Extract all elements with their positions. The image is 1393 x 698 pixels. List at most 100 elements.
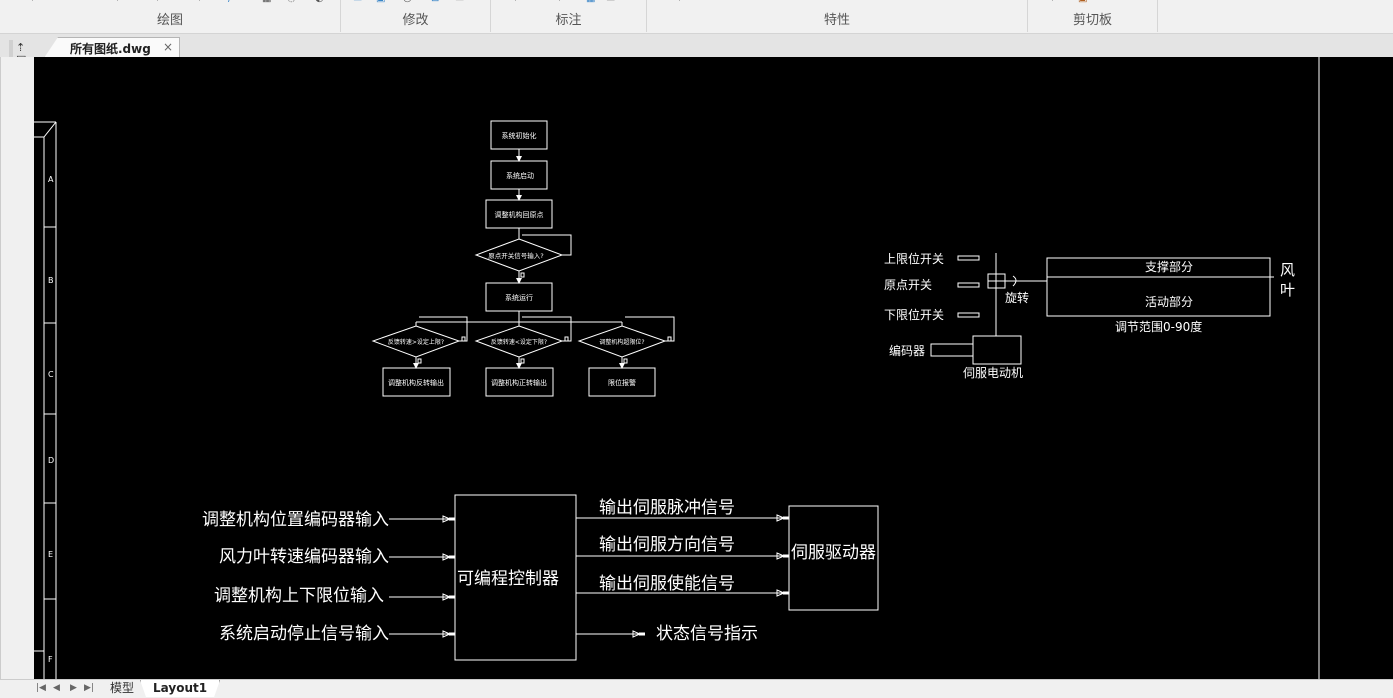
frame-row-f: F xyxy=(48,655,53,664)
upper-limit-switch xyxy=(957,255,980,261)
circle-tool-icon[interactable]: ▾ xyxy=(155,0,165,4)
ribbon-group-label: 剪切板 xyxy=(1072,13,1112,28)
flow-decision-label: 原点开关信号输入? xyxy=(488,251,543,260)
status-label: 状态信号指示 xyxy=(656,624,758,644)
lower-limit-label: 下限位开关 xyxy=(884,307,944,322)
motor-label: 伺服电动机 xyxy=(963,366,1023,380)
left-gutter xyxy=(0,57,34,679)
ribbon-group-label: 特性 xyxy=(823,13,850,28)
document-tab[interactable]: 所有图纸.dwg × xyxy=(44,37,180,58)
flow-step-label: 系统初始化 xyxy=(502,131,537,140)
ribbon-group-dimension: ▾ ▾ ▦ ▬ 标注 xyxy=(491,0,647,32)
last-layout-button[interactable]: ▶| xyxy=(84,683,94,693)
output-label: 输出伺服使能信号 xyxy=(599,573,735,594)
paste-dropdown-icon[interactable]: ▾ xyxy=(1050,0,1060,4)
mirror-tool-icon[interactable]: ⊟ xyxy=(431,0,441,4)
encoder-label: 编码器 xyxy=(889,343,925,358)
input-label: 风力叶转速编码器输入 xyxy=(219,547,389,567)
servo-motor-box xyxy=(972,335,1022,365)
linear-dim-icon[interactable]: ▾ xyxy=(513,0,523,4)
spline-tool-icon[interactable]: / xyxy=(228,0,238,4)
prev-layout-button[interactable]: ◀ xyxy=(53,683,60,693)
fan-label-1: 风 xyxy=(1280,261,1295,279)
aligned-dim-icon[interactable]: ▾ xyxy=(557,0,567,4)
next-layout-button[interactable]: ▶ xyxy=(70,683,77,693)
flow-step-label: 调整机构回原点 xyxy=(495,210,544,219)
polyline-tool-icon[interactable]: ▾ xyxy=(115,0,125,4)
drawing-canvas[interactable]: A B C D E F xyxy=(34,57,1393,679)
color-dropdown-icon[interactable]: ▾ xyxy=(677,0,687,4)
flow-decision-label: 反馈转速<设定下限? xyxy=(491,338,547,346)
flow-step-label: 系统启动 xyxy=(506,171,534,180)
arc-tool-icon[interactable]: ▾ xyxy=(197,0,207,4)
encoder-box xyxy=(930,343,974,357)
rotate-tool-icon[interactable]: ○ xyxy=(403,0,413,4)
fan-blade-box xyxy=(1046,257,1271,317)
ribbon-group-label: 修改 xyxy=(402,13,429,28)
active-part-label: 活动部分 xyxy=(1145,294,1193,309)
flow-output-reverse xyxy=(382,367,451,397)
lower-limit-switch xyxy=(957,312,980,318)
paste-special-icon[interactable]: ▣ xyxy=(1078,0,1088,4)
frame-row-d: D xyxy=(48,456,54,465)
drawing-frame xyxy=(34,121,57,679)
flowchart xyxy=(371,120,675,397)
line-tool-icon[interactable]: ▾ xyxy=(30,0,40,4)
frame-row-e: E xyxy=(48,550,53,559)
block-tool-icon[interactable]: ◌ xyxy=(287,0,297,4)
upper-limit-label: 上限位开关 xyxy=(884,251,944,266)
text-tool-icon[interactable]: ▬ xyxy=(606,0,616,4)
frame-row-c: C xyxy=(48,370,54,379)
move-tool-icon[interactable]: ▬ xyxy=(353,0,363,4)
ribbon-panel: ▾ ▾ ▾ ▾ / ▦ ◌ ◐ 绘图 ▬ ▣ ○ ⊟ ▭ 修改 ▾ ▾ ▦ ▬ … xyxy=(0,0,1393,34)
input-label: 系统启动停止信号输入 xyxy=(219,624,389,644)
mechanism-diagram xyxy=(930,253,1274,365)
scale-tool-icon[interactable]: ▭ xyxy=(455,0,465,4)
flow-output-label: 限位报警 xyxy=(608,378,636,387)
region-tool-icon[interactable]: ◐ xyxy=(315,0,325,4)
input-label: 调整机构位置编码器输入 xyxy=(202,510,389,530)
flow-output-label: 调整机构反转输出 xyxy=(388,378,444,387)
flow-decision-label: 反馈转速>设定上限? xyxy=(388,338,444,346)
range-label: 调节范围0-90度 xyxy=(1115,319,1202,334)
document-tab-bar xyxy=(0,34,1393,57)
output-label: 输出伺服方向信号 xyxy=(599,535,735,555)
rotate-arrow-icon xyxy=(1012,275,1017,287)
flow-decision-label: 调整机构超限位? xyxy=(599,338,644,346)
tab-model[interactable]: 模型 xyxy=(110,681,135,695)
block-diagram xyxy=(389,494,879,661)
plc-box xyxy=(454,494,577,661)
ribbon-group-label: 绘图 xyxy=(156,13,183,28)
flow-output-alarm xyxy=(588,367,656,397)
drawing-svg: A B C D E F xyxy=(34,57,1320,679)
ribbon-group-modify: ▬ ▣ ○ ⊟ ▭ 修改 xyxy=(341,0,491,32)
tab-layout1[interactable]: Layout1 xyxy=(140,680,220,697)
flow-step-label: 系统运行 xyxy=(505,293,533,302)
frame-row-a: A xyxy=(48,175,54,184)
fan-label-2: 叶 xyxy=(1280,281,1295,299)
ribbon-group-draw: ▾ ▾ ▾ ▾ / ▦ ◌ ◐ 绘图 xyxy=(0,0,341,32)
tool-palette-icon[interactable]: ⇡ xyxy=(16,41,26,54)
document-tab-name: 所有图纸.dwg xyxy=(70,42,151,56)
hatch-tool-icon[interactable]: ▦ xyxy=(262,0,272,4)
origin-switch xyxy=(957,282,980,288)
servo-driver-label: 伺服驱动器 xyxy=(791,543,876,563)
frame-row-b: B xyxy=(48,276,54,285)
plc-label: 可编程控制器 xyxy=(457,569,559,589)
ribbon-group-clipboard: ▾ ▣ 剪切板 xyxy=(1028,0,1158,32)
flow-output-label: 调整机构正转输出 xyxy=(491,378,547,387)
support-part-label: 支撑部分 xyxy=(1145,259,1193,274)
origin-switch-label: 原点开关 xyxy=(884,278,932,292)
close-tab-icon[interactable]: × xyxy=(162,40,173,54)
layout-tab-bar: |◀ ◀ ▶ ▶| 模型 Layout1 xyxy=(0,679,1393,698)
input-label: 调整机构上下限位输入 xyxy=(214,586,384,606)
flow-output-forward xyxy=(485,367,554,397)
output-label: 输出伺服脉冲信号 xyxy=(599,498,735,518)
ribbon-group-label: 标注 xyxy=(555,13,582,28)
table-tool-icon[interactable]: ▦ xyxy=(586,0,596,4)
first-layout-button[interactable]: |◀ xyxy=(36,683,46,693)
ribbon-group-properties: ▾ 特性 xyxy=(647,0,1028,32)
copy-tool-icon[interactable]: ▣ xyxy=(376,0,386,4)
rotate-label: 旋转 xyxy=(1005,290,1029,305)
servo-driver-box xyxy=(788,505,879,611)
